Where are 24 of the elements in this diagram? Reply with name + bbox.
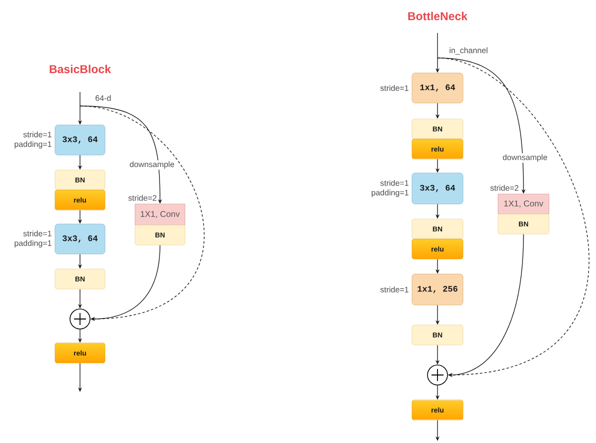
conv-box: 3x3, 64 — [54, 224, 106, 254]
parameter-label: stride=1 — [380, 286, 408, 292]
parameter-label: stride=1 — [380, 85, 408, 91]
sum-circle — [427, 364, 448, 386]
conv-box: 1x1, 64 — [412, 72, 464, 104]
channel-label: in_channel — [450, 47, 488, 55]
sum-circle — [70, 308, 90, 330]
conv-box: 1X1, Conv — [134, 204, 186, 226]
channel-label: 64-d — [96, 95, 111, 101]
conv-box: 3x3, 64 — [412, 172, 464, 204]
parameter-label: stride=1 padding=1 — [14, 131, 52, 149]
dashed-arrow — [437, 58, 590, 378]
dashed-arrow — [80, 106, 204, 322]
edge-label: downsample — [502, 153, 548, 163]
edge-label: downsample — [128, 160, 176, 170]
parameter-label: stride=1 padding=1 — [372, 180, 408, 198]
parameter-label: stride=2 — [128, 194, 156, 201]
parameter-label: stride=1 padding=1 — [14, 230, 52, 248]
conv-box: 1x1, 256 — [412, 274, 464, 306]
block-title: BottleNeck — [408, 12, 468, 20]
conv-box: 1X1, Conv — [498, 194, 550, 214]
block-title: BasicBlock — [50, 64, 111, 74]
conv-box: 3x3, 64 — [54, 124, 106, 156]
parameter-label: stride=2 — [490, 184, 518, 191]
